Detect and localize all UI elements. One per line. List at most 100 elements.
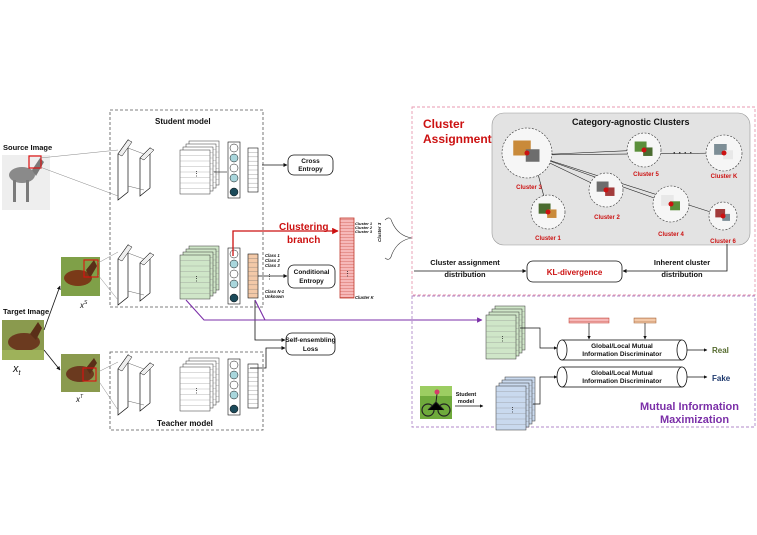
cluster-centroid: [524, 150, 530, 156]
kl-left-line1: Cluster assignment: [430, 258, 500, 267]
cluster-label: Cluster 4: [658, 232, 684, 238]
cluster-centroid: [720, 213, 726, 219]
student-target-features: ⋮: [179, 245, 220, 300]
clustering-branch-line2: branch: [287, 235, 320, 246]
target-image-weak-aug: [61, 354, 100, 392]
self-ensembling-line1: Self-ensembling: [285, 337, 335, 344]
cluster-edge: [532, 154, 724, 217]
cross-entropy-box: [287, 154, 334, 176]
svg-text:⋮: ⋮: [193, 388, 200, 395]
cluster-label: Cluster 6: [710, 239, 736, 245]
cluster-thumbnail: [722, 213, 730, 221]
arrow-inherent-to-kl: [622, 244, 728, 273]
class-label-2: Class 2: [265, 258, 280, 263]
cluster-label: Cluster K: [711, 174, 738, 180]
bike-student-model-line1: Student: [456, 392, 477, 398]
student-model-box: [109, 109, 264, 308]
category-agnostic-clusters-title: Category-agnostic Clusters: [572, 117, 690, 127]
cluster-bar-label-2: Cluster 2: [355, 225, 373, 230]
target-s-projection-lines: [97, 251, 119, 301]
class-labels: Class 1 Class 2 Class 3 ⋮ Class N-1 Unkn…: [265, 253, 285, 299]
kl-right-line1: Inherent cluster: [654, 258, 710, 267]
cluster-centroid: [721, 150, 727, 156]
target-xt-symbol: xt: [12, 363, 22, 377]
cluster-bar-label-k: Cluster K: [355, 295, 375, 300]
mi-feature-stack-target: ⋮: [485, 305, 526, 360]
cross-entropy-line2: Entropy: [298, 166, 323, 173]
cluster-assignment-panel: [411, 106, 756, 296]
cluster-bar-label-1: Cluster 1: [355, 221, 373, 226]
real-label: Real: [712, 346, 729, 355]
cluster-thumbnail: [547, 209, 557, 218]
bike-student-model-line2: model: [458, 399, 475, 405]
mi-target-features-stack: ⋮: [485, 305, 526, 360]
target-image: [2, 320, 44, 360]
student-source-neurons: [227, 141, 241, 199]
arrow-source-feat-to-disc: [533, 375, 558, 405]
cluster-centroid: [641, 147, 647, 153]
target-image-label: Target Image: [3, 307, 49, 316]
cluster-label: Cluster 2: [594, 215, 620, 221]
class-label-unknown: Unknown: [265, 294, 284, 299]
discriminator-real: [556, 339, 688, 361]
cluster-bar-label-3: Cluster 3: [355, 229, 373, 234]
student-model-title: Student model: [155, 117, 211, 126]
mi-class-bar: [633, 317, 657, 324]
arrow-teacher-to-self-ensembling: [250, 346, 286, 369]
self-ensembling-line2: Loss: [303, 346, 319, 353]
source-image-label: Source Image: [3, 143, 52, 152]
class-label-dots: ⋮: [266, 274, 273, 281]
cluster-centroid: [545, 209, 551, 215]
cluster-label: Cluster 1: [535, 236, 561, 242]
cluster-ellipsis: · · · ·: [673, 148, 693, 158]
target-xt-sup-symbol: xT: [75, 394, 84, 404]
discriminator-fake: [556, 366, 688, 388]
arrow-student-to-self-ensembling: [254, 300, 286, 342]
conditional-entropy-line1: Conditional: [294, 269, 330, 276]
student-target-neurons: [227, 247, 241, 305]
student-source-conv: [117, 138, 155, 201]
kl-right-line2: distribution: [661, 270, 703, 279]
purple-arrow-classifier-to-mi: [254, 299, 266, 321]
teacher-model-box: [109, 351, 264, 431]
class-label-1: Class 1: [265, 253, 280, 258]
mi-title-line2: Maximization: [660, 414, 729, 426]
arrow-target-to-weak: [43, 349, 61, 371]
cluster-thumbnail: [723, 150, 733, 160]
mi-feature-stack-source: ⋮: [495, 376, 536, 431]
cluster-centroid: [668, 201, 674, 207]
student-target-logits: [247, 253, 259, 299]
target-t-projection-lines: [97, 361, 119, 411]
discriminator-fake-line1: Global/Local Mutual: [591, 370, 653, 377]
discriminator-real-line1: Global/Local Mutual: [591, 343, 653, 350]
cluster-thumbnail: [634, 141, 647, 152]
cluster-bar-vertical-label: Cluster 3: [377, 222, 382, 242]
cluster-thumbnail: [661, 195, 674, 206]
cluster-assignment-title-line1: Cluster: [423, 117, 465, 131]
class-label-3: Class 3: [265, 263, 280, 268]
clustering-branch-arrow: [232, 227, 339, 256]
purple-arrow-features-to-mi: [185, 299, 483, 323]
teacher-logits: [247, 363, 259, 409]
svg-text:⋮: ⋮: [509, 407, 516, 414]
self-ensembling-loss-box: [285, 332, 336, 356]
kl-divergence-box: [526, 260, 623, 283]
cluster-label: Cluster 5: [633, 172, 659, 178]
target-xs-symbol: xS: [79, 300, 88, 310]
student-source-features: ⋮: [179, 140, 220, 195]
fake-label: Fake: [712, 374, 731, 383]
teacher-conv: [117, 353, 155, 416]
teacher-model-title: Teacher model: [157, 419, 213, 428]
arrow-target-to-strong: [43, 285, 61, 331]
cluster-distribution-curve: [384, 217, 413, 260]
conditional-entropy-line2: Entropy: [299, 278, 324, 285]
discriminator-real-line2: Information Discriminator: [582, 351, 662, 358]
bike-image: [420, 386, 452, 419]
cluster-thumbnail: [596, 181, 609, 192]
cross-entropy-line1: Cross: [301, 158, 320, 165]
cluster-thumbnail: [538, 203, 551, 214]
cluster-probability-bar: [339, 217, 355, 299]
discriminator-fake-line2: Information Discriminator: [582, 378, 662, 385]
cluster-thumbnail: [605, 187, 615, 196]
